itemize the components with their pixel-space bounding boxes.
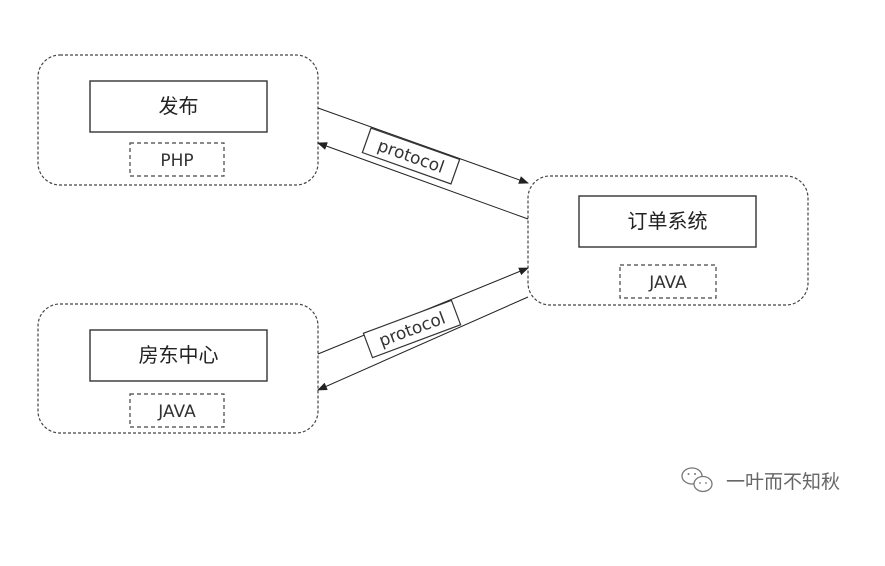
node-publish-title: 发布 (159, 94, 199, 118)
node-landlord-container (37, 303, 319, 434)
edge-landlord-order-label-box (362, 299, 462, 359)
node-publish-lang: PHP (160, 151, 193, 171)
arrow-order-to-publish (317, 142, 529, 220)
node-landlord-box (89, 329, 268, 382)
node-publish: 发布 PHP (37, 54, 319, 186)
node-publish-box (89, 80, 268, 133)
node-order-container (527, 175, 809, 306)
edge-landlord-order: protocol (317, 267, 529, 391)
arrow-publish-to-order (317, 107, 529, 184)
edge-publish-order: protocol (317, 107, 529, 220)
node-publish-container (37, 54, 319, 186)
node-order-lang-box (619, 264, 717, 299)
node-order-title: 订单系统 (628, 209, 708, 233)
node-order-box (578, 195, 757, 248)
node-landlord-lang: JAVA (157, 402, 196, 422)
arrow-order-to-landlord (317, 296, 529, 391)
watermark-text: 一叶而不知秋 (726, 471, 840, 493)
watermark: 一叶而不知秋 (681, 467, 840, 493)
node-order-lang: JAVA (648, 273, 687, 293)
node-order: 订单系统 JAVA (527, 175, 809, 306)
edge-publish-order-label-box (361, 127, 461, 185)
wechat-icon (681, 467, 713, 493)
node-landlord: 房东中心 JAVA (37, 303, 319, 434)
node-landlord-title: 房东中心 (139, 343, 219, 367)
